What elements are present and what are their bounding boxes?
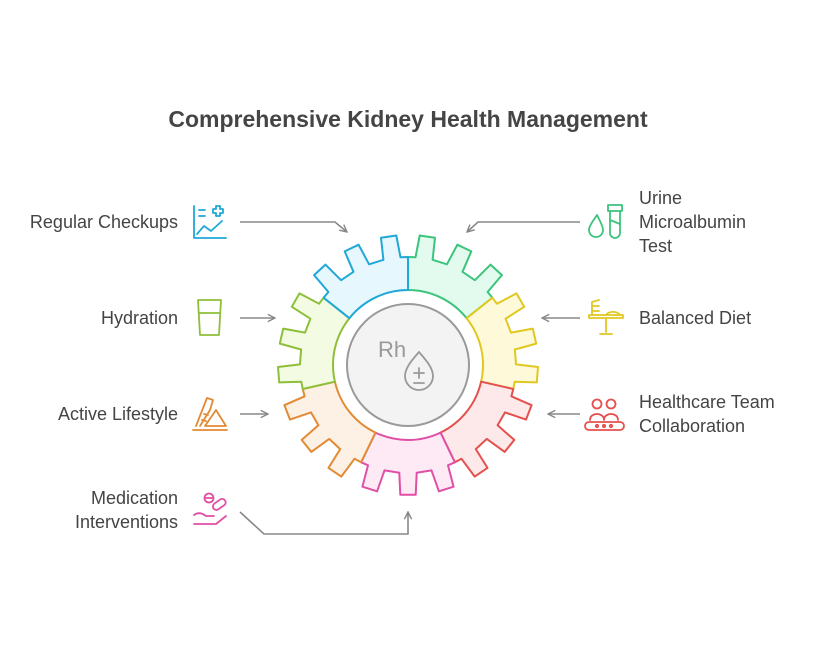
chart-medical-icon (193, 205, 227, 239)
diagram-title: Comprehensive Kidney Health Management (168, 106, 648, 132)
team-icon (584, 398, 625, 431)
label-regular-checkups: Regular Checkups (29, 212, 178, 232)
gear-segment-2 (465, 292, 539, 390)
running-shoe-icon (192, 397, 228, 431)
arrow-regular-checkups (240, 221, 347, 232)
hand-pills-icon (193, 492, 227, 525)
label-active-lifestyle: Active Lifestyle (57, 404, 178, 424)
gear-segment-3 (439, 380, 533, 478)
connectors (239, 221, 580, 535)
label-balanced-diet: Balanced Diet (639, 308, 752, 328)
label-healthcare-team-collaboration: Healthcare Team Collaboration (639, 392, 775, 436)
gear-segment-7 (313, 234, 409, 320)
gear-segment-1 (407, 234, 503, 320)
food-stand-icon (588, 299, 624, 335)
gear-segment-6 (277, 292, 351, 390)
center-text: Rh (378, 337, 406, 362)
label-urine-microalbumin-test: Urine Microalbumin Test (639, 188, 747, 256)
blood-drop-plus-minus-icon (404, 350, 434, 391)
gear (277, 234, 539, 496)
gear-segment-5 (283, 380, 377, 478)
arrow-urine-test (467, 221, 580, 232)
drop-test-tube-icon (588, 204, 623, 239)
water-glass-icon (197, 299, 222, 336)
gear-segment-4 (360, 431, 456, 496)
label-medication-interventions: Medication Interventions (74, 488, 178, 532)
arrow-medication (239, 512, 408, 535)
label-hydration: Hydration (100, 308, 178, 328)
